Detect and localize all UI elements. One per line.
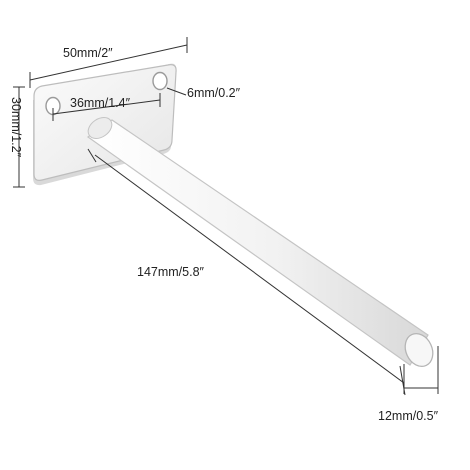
rod-length-dimension-line (94, 154, 405, 384)
rod-end-cap (404, 332, 434, 368)
rod-diameter-label: 12mm/0.5″ (378, 409, 439, 423)
dimension-lines (13, 37, 439, 396)
rod-length-tick-start (87, 148, 97, 163)
plate-width-dimension-line (29, 44, 188, 81)
support-rod-body (86, 119, 429, 366)
screw-hole-right (152, 71, 168, 91)
plate-width-label: 50mm/2″ (63, 46, 113, 60)
hole-diameter-label: 6mm/0.2″ (187, 86, 241, 100)
hole-diameter-leader-line (166, 87, 187, 96)
hole-spacing-dimension-line (52, 99, 161, 115)
rod-length-label: 147mm/5.8″ (137, 265, 205, 279)
rod-base (87, 117, 113, 139)
hole-spacing-label: 36mm/1.4″ (70, 96, 131, 110)
plate-height-label: 30mm/1.2″ (9, 97, 23, 158)
support-rod (86, 117, 434, 368)
